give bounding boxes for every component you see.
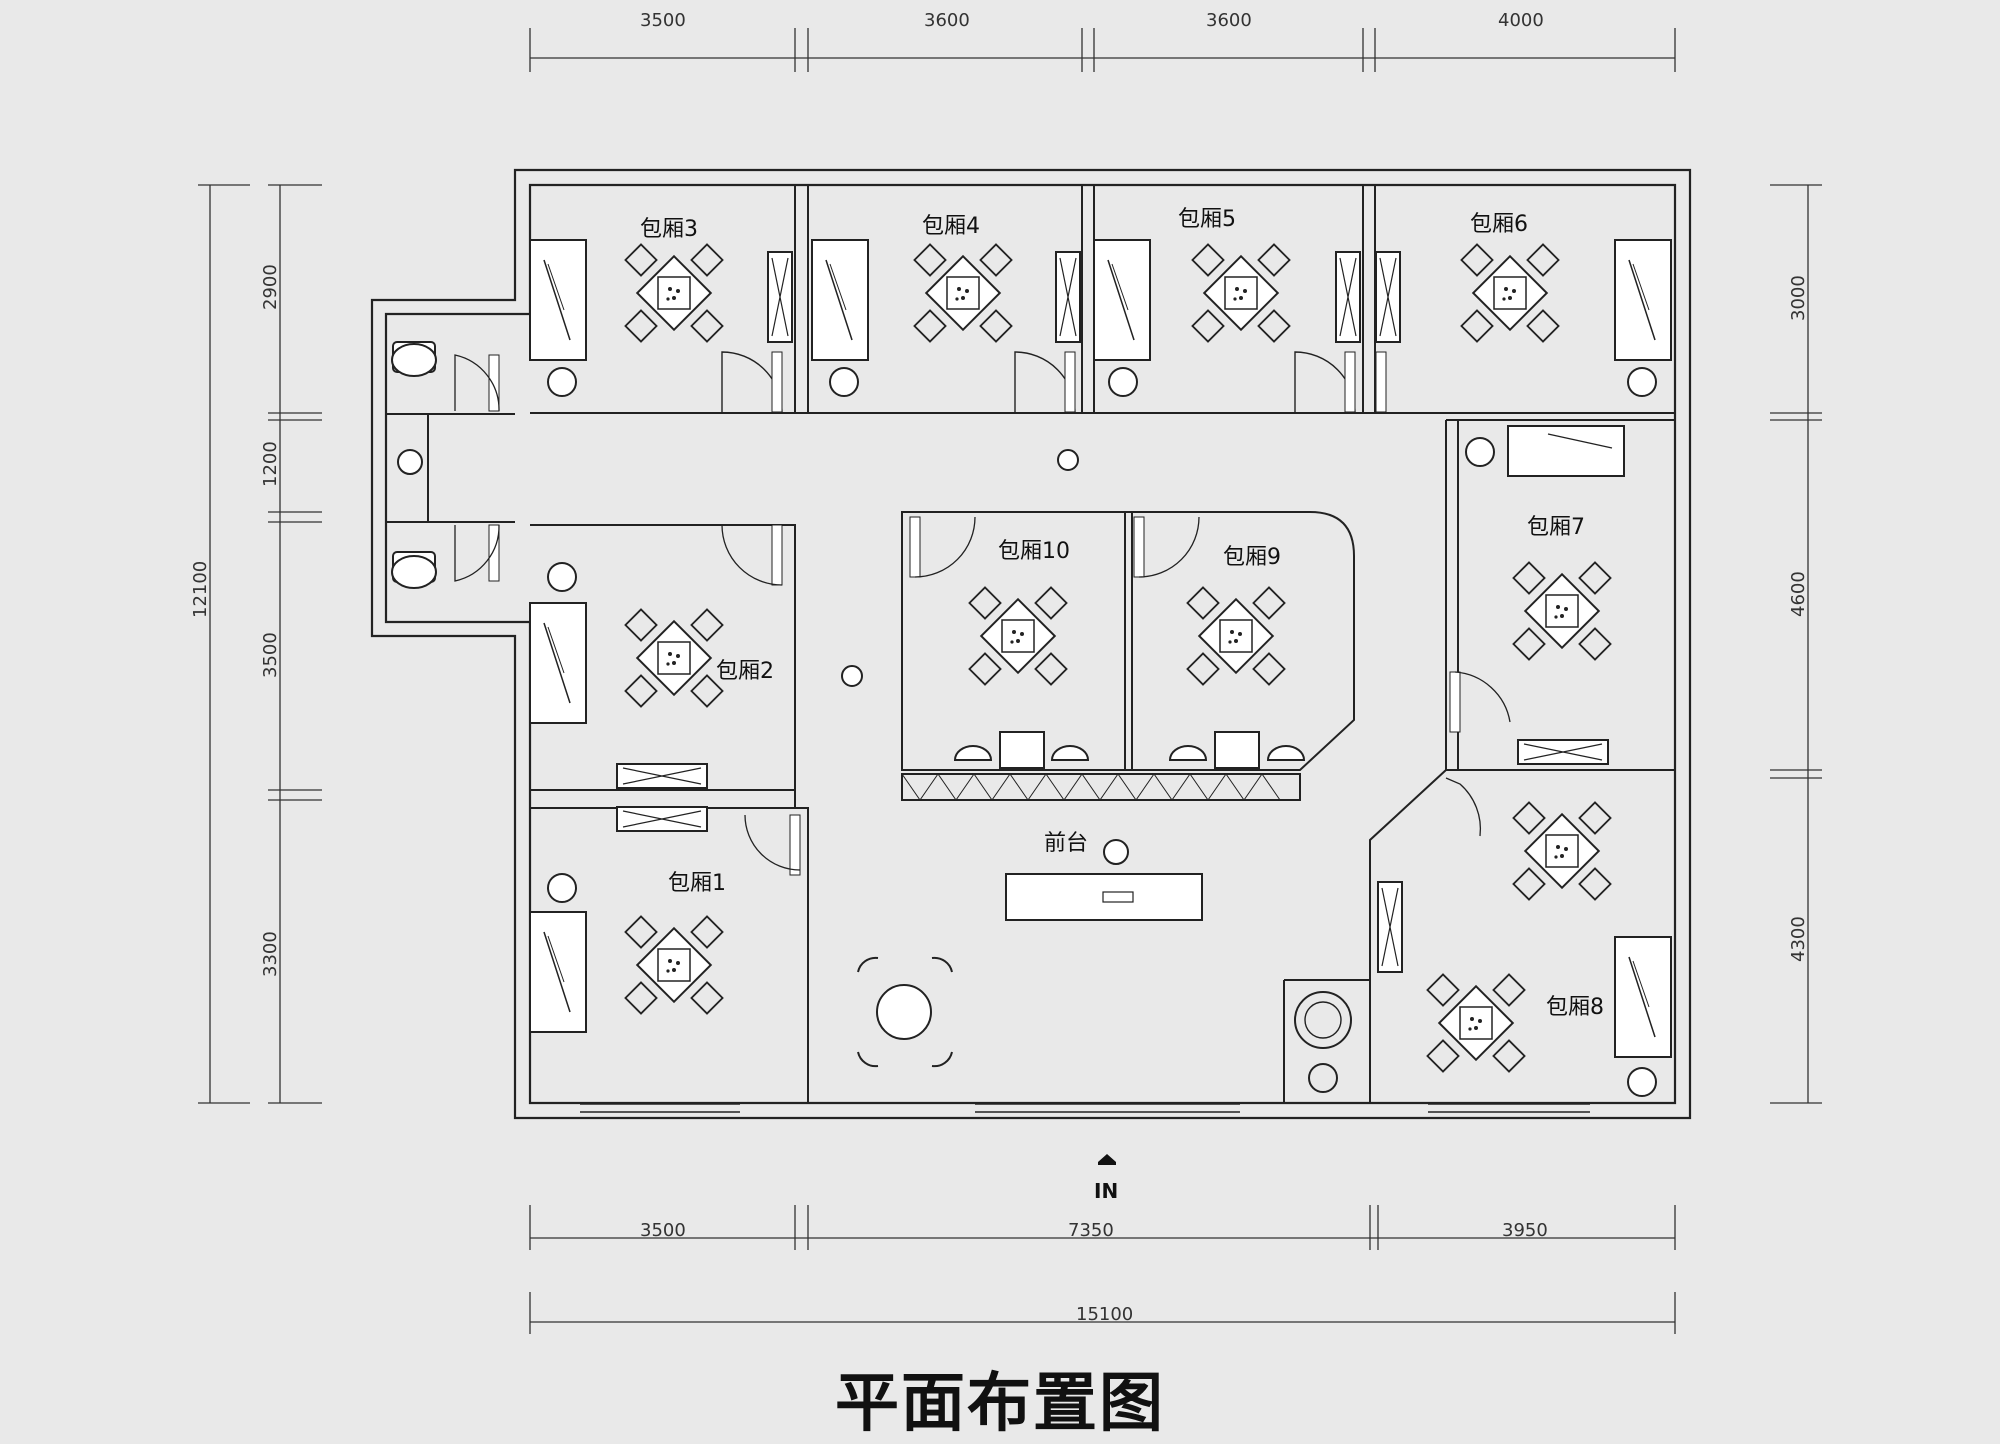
dim-top-3: 3600 bbox=[1206, 10, 1252, 31]
dim-bottom-total: 15100 bbox=[1076, 1304, 1133, 1325]
plan-title: 平面布置图 bbox=[835, 1367, 1165, 1441]
dimension-lines bbox=[198, 28, 1822, 1334]
room-label-8: 包厢8 bbox=[1546, 995, 1604, 1020]
room8-walls bbox=[1283, 769, 1675, 1103]
room-label-1: 包厢1 bbox=[668, 871, 726, 896]
room-label-3: 包厢3 bbox=[640, 217, 698, 242]
dim-bottom-2: 7350 bbox=[1068, 1220, 1114, 1241]
dim-top-2: 3600 bbox=[924, 10, 970, 31]
dim-top-1: 3500 bbox=[640, 10, 686, 31]
dim-right-2: 4600 bbox=[1788, 571, 1809, 617]
furniture bbox=[391, 239, 1672, 1097]
dim-left-4: 3300 bbox=[260, 931, 281, 977]
room-label-7: 包厢7 bbox=[1527, 515, 1585, 540]
entrance-marker: IN bbox=[1094, 1154, 1118, 1203]
dim-right-1: 3000 bbox=[1788, 275, 1809, 321]
doors bbox=[454, 351, 1511, 876]
room-label-10: 包厢10 bbox=[998, 539, 1070, 564]
dim-left-total: 12100 bbox=[190, 561, 211, 618]
dim-right-3: 4300 bbox=[1788, 916, 1809, 962]
dim-bottom-1: 3500 bbox=[640, 1220, 686, 1241]
room-label-5: 包厢5 bbox=[1178, 207, 1236, 232]
dimension-labels: 3500 3600 3600 4000 3500 7350 3950 15100… bbox=[190, 10, 1809, 1325]
dim-top-4: 4000 bbox=[1498, 10, 1544, 31]
room-label-6: 包厢6 bbox=[1470, 212, 1528, 237]
windows bbox=[580, 1103, 1590, 1113]
entrance-label: IN bbox=[1094, 1179, 1118, 1203]
reception-label: 前台 bbox=[1044, 831, 1088, 856]
dim-bottom-3: 3950 bbox=[1502, 1220, 1548, 1241]
dim-left-3: 3500 bbox=[260, 632, 281, 678]
room-label-9: 包厢9 bbox=[1223, 545, 1281, 570]
dim-left-1: 2900 bbox=[260, 264, 281, 310]
room-label-4: 包厢4 bbox=[922, 214, 980, 239]
dim-left-2: 1200 bbox=[260, 441, 281, 487]
room-label-2: 包厢2 bbox=[716, 659, 774, 684]
restroom-walls bbox=[386, 413, 515, 523]
center-room-walls bbox=[901, 511, 1355, 801]
room-labels: 包厢3 包厢4 包厢5 包厢6 包厢7 包厢8 包厢9 包厢10 包厢2 包厢1… bbox=[640, 207, 1604, 1020]
